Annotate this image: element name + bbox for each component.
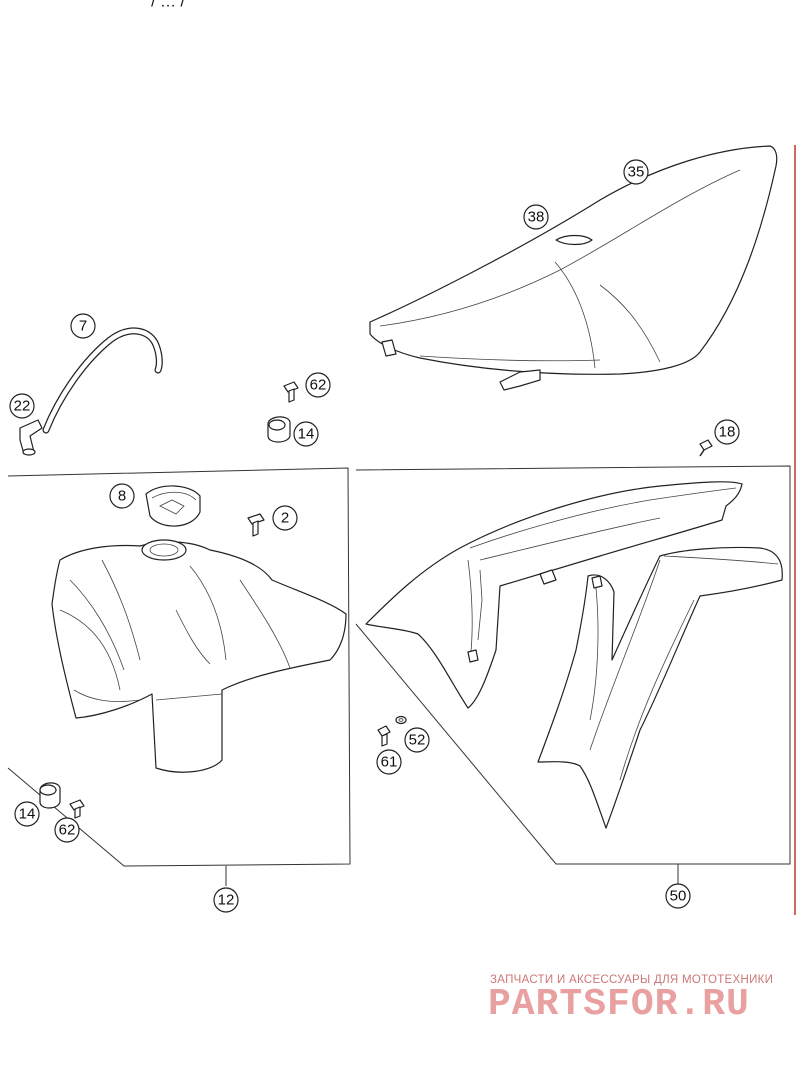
svg-text:18: 18 [719,424,736,441]
svg-text:22: 22 [14,398,31,415]
watermark-tagline: ЗАПЧАСТИ И АКСЕССУАРЫ ДЛЯ МОТОТЕХНИКИ [490,974,774,986]
bolt-61-part [377,725,391,747]
callout-8[interactable]: 8 [109,483,135,509]
svg-text:61: 61 [381,754,398,771]
elbow-fitting-part [19,419,43,456]
watermark-logo: PARTSFOR.RU [488,983,750,1026]
svg-text:14: 14 [19,806,36,823]
callout-62-top[interactable]: 62 [305,372,331,398]
svg-text:50: 50 [670,888,687,905]
callout-35[interactable]: 35 [623,159,649,185]
header-fragment: / … / [151,0,185,11]
fuel-hose-part [42,327,163,434]
callout-7[interactable]: 7 [70,313,96,339]
callout-50[interactable]: 50 [665,883,691,909]
callout-2[interactable]: 2 [272,505,298,531]
shroud-group-frame [355,465,791,865]
callout-14-top[interactable]: 14 [293,421,319,447]
bushing-bottom-part [39,782,61,809]
screw-bottom-part [69,799,85,819]
svg-text:7: 7 [79,318,87,335]
svg-text:8: 8 [118,488,126,505]
callout-38[interactable]: 38 [523,204,549,230]
screw-top-part [283,381,299,403]
svg-text:62: 62 [310,377,327,394]
left-shroud-part [365,481,743,709]
callout-62-bottom[interactable]: 62 [54,817,80,843]
bolt-top-right-part [699,439,713,457]
callout-14-bottom[interactable]: 14 [14,801,40,827]
right-shroud-part [537,546,783,829]
seat-part [369,145,778,391]
fuel-cap-part [145,485,201,527]
svg-text:14: 14 [298,426,315,443]
svg-text:52: 52 [409,732,426,749]
screw-2-part [247,513,265,537]
bushing-top-part [267,416,291,443]
fuel-tank-group-frame [7,467,351,867]
svg-text:2: 2 [281,510,289,527]
fuel-tank-part [51,539,347,773]
svg-text:12: 12 [218,892,235,909]
callout-22[interactable]: 22 [9,393,35,419]
washer-52-part [395,715,407,725]
svg-text:62: 62 [59,822,76,839]
callout-61[interactable]: 61 [376,749,402,775]
callout-18[interactable]: 18 [714,419,740,445]
svg-text:35: 35 [628,164,645,181]
callout-52[interactable]: 52 [404,727,430,753]
callout-12[interactable]: 12 [213,887,239,913]
svg-text:38: 38 [528,209,545,226]
